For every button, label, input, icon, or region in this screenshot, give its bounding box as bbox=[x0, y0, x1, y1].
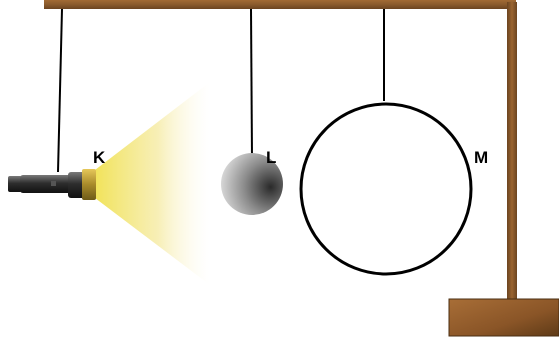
label-k: K bbox=[93, 148, 106, 167]
stand-top-beam bbox=[44, 0, 516, 9]
flashlight bbox=[8, 169, 96, 200]
string-k bbox=[58, 9, 62, 172]
stand-post bbox=[507, 2, 517, 302]
string-l bbox=[251, 9, 252, 158]
flashlight-head bbox=[82, 169, 96, 200]
flashlight-switch bbox=[51, 181, 56, 186]
flashlight-body bbox=[20, 175, 72, 193]
flashlight-tail bbox=[8, 176, 22, 192]
label-m: M bbox=[474, 148, 488, 167]
light-beam bbox=[95, 82, 210, 285]
label-l: L bbox=[266, 148, 276, 167]
stand-base bbox=[449, 299, 559, 336]
large-ring bbox=[301, 104, 471, 274]
